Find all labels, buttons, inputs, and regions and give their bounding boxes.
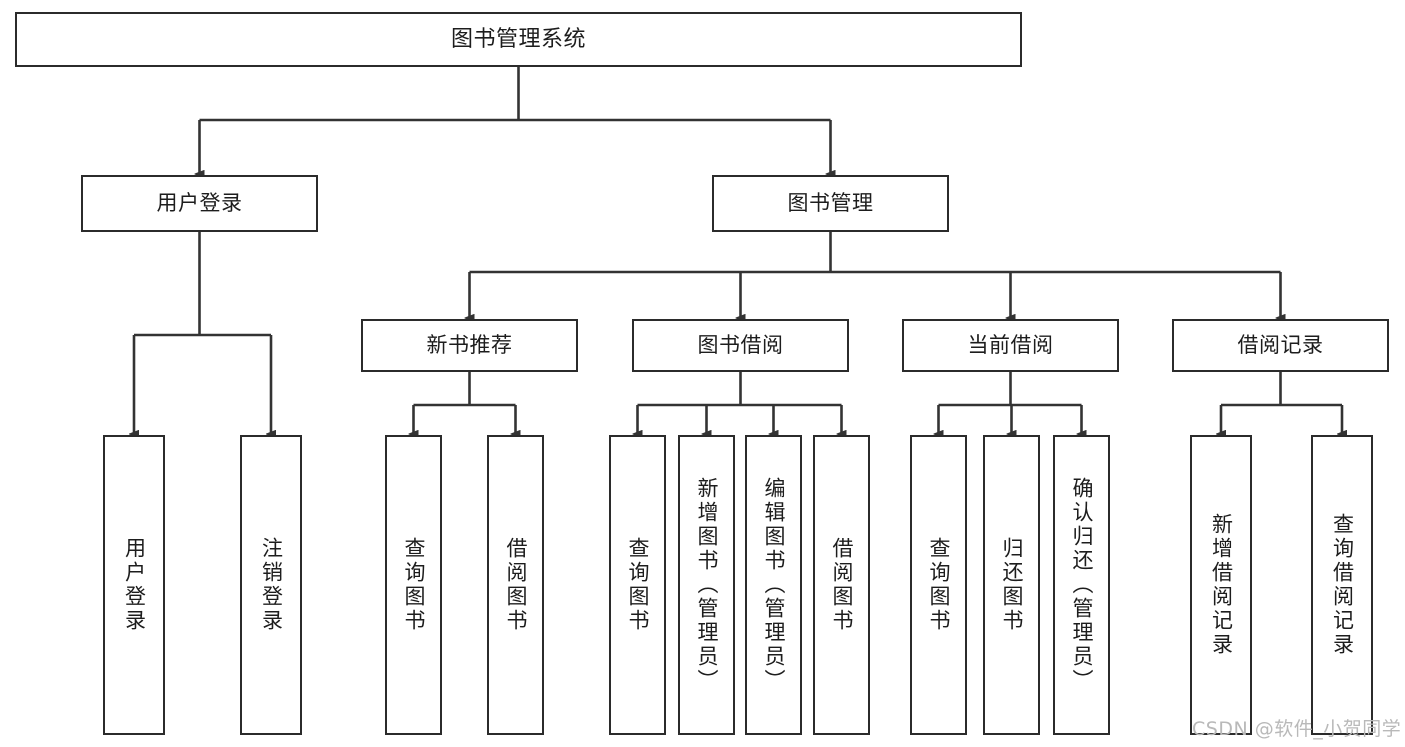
node-label: 借阅图书 xyxy=(504,537,528,633)
node-root[interactable]: 图书管理系统 xyxy=(15,12,1022,67)
leaf-confirm-return[interactable]: 确认归还（管理员） xyxy=(1053,435,1110,735)
leaf-borrow-book-2[interactable]: 借阅图书 xyxy=(813,435,870,735)
leaf-borrow-book-1[interactable]: 借阅图书 xyxy=(487,435,544,735)
node-label: 查询图书 xyxy=(927,537,951,633)
node-label: 查询图书 xyxy=(402,537,426,633)
node-new-book-recommend[interactable]: 新书推荐 xyxy=(361,319,578,372)
node-label: 图书借阅 xyxy=(697,333,784,358)
leaf-query-book-3[interactable]: 查询图书 xyxy=(910,435,967,735)
leaf-add-borrow-record[interactable]: 新增借阅记录 xyxy=(1190,435,1252,735)
node-user-login[interactable]: 用户登录 xyxy=(81,175,318,232)
leaf-user-login[interactable]: 用户登录 xyxy=(103,435,165,735)
node-label: 用户登录 xyxy=(122,537,147,633)
leaf-edit-book[interactable]: 编辑图书（管理员） xyxy=(745,435,802,735)
node-current-borrow[interactable]: 当前借阅 xyxy=(902,319,1119,372)
node-label: 图书管理系统 xyxy=(450,26,586,52)
node-label: 图书管理 xyxy=(787,191,874,216)
node-label: 注销登录 xyxy=(259,537,284,633)
node-borrow-record[interactable]: 借阅记录 xyxy=(1172,319,1389,372)
leaf-add-book[interactable]: 新增图书（管理员） xyxy=(678,435,735,735)
node-label: 借阅图书 xyxy=(830,537,854,633)
watermark: CSDN @软件_小贺同学 xyxy=(1192,718,1402,740)
node-book-manage[interactable]: 图书管理 xyxy=(712,175,949,232)
node-book-borrow[interactable]: 图书借阅 xyxy=(632,319,849,372)
leaf-logout[interactable]: 注销登录 xyxy=(240,435,302,735)
leaf-query-book-1[interactable]: 查询图书 xyxy=(385,435,442,735)
node-label: 用户登录 xyxy=(156,191,243,216)
node-label: 新增图书（管理员） xyxy=(695,477,719,693)
node-label: 新书推荐 xyxy=(426,333,513,358)
node-label: 归还图书 xyxy=(1000,537,1024,633)
node-label: 查询图书 xyxy=(626,537,650,633)
node-label: 确认归还（管理员） xyxy=(1070,477,1094,693)
node-label: 当前借阅 xyxy=(967,333,1054,358)
node-label: 查询借阅记录 xyxy=(1330,513,1355,657)
leaf-return-book[interactable]: 归还图书 xyxy=(983,435,1040,735)
node-label: 新增借阅记录 xyxy=(1209,513,1234,657)
leaf-query-borrow-record[interactable]: 查询借阅记录 xyxy=(1311,435,1373,735)
node-label: 借阅记录 xyxy=(1237,333,1324,358)
node-label: 编辑图书（管理员） xyxy=(762,477,786,693)
leaf-query-book-2[interactable]: 查询图书 xyxy=(609,435,666,735)
